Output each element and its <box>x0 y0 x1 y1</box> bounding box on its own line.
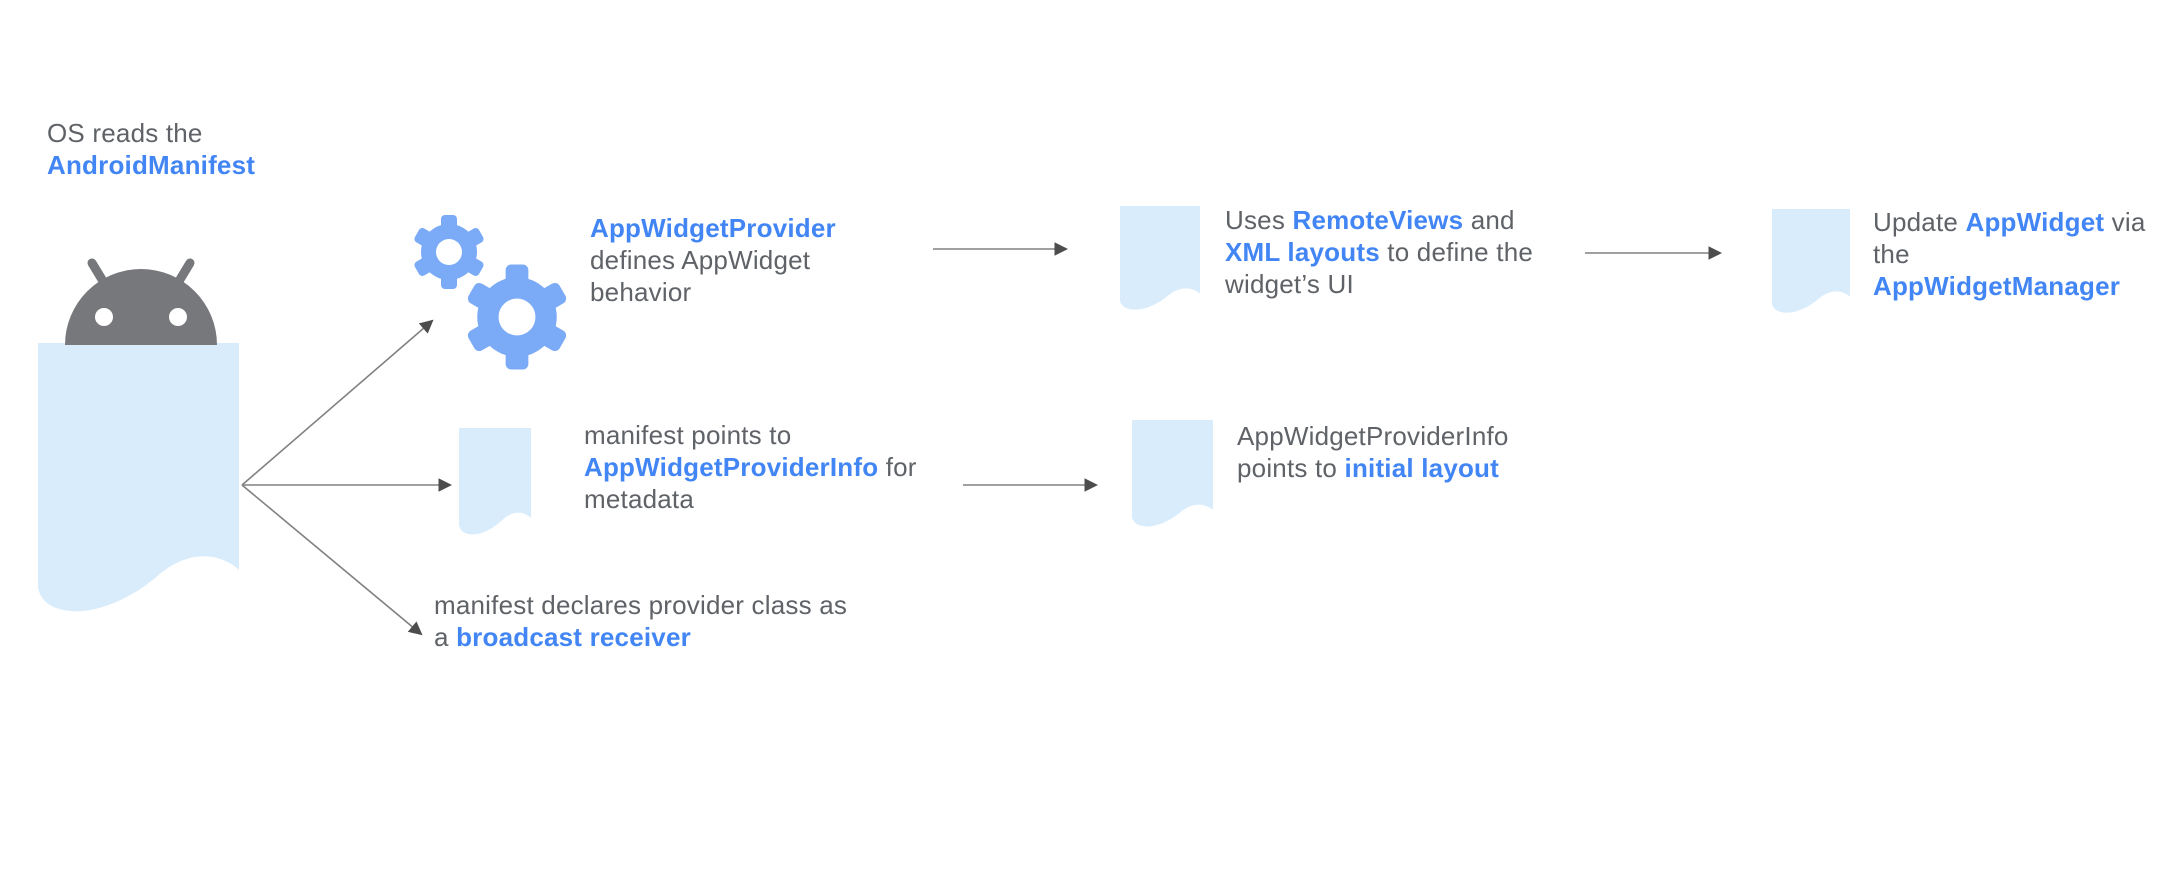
link-text[interactable]: XML layouts <box>1225 237 1380 267</box>
document-icon-remoteviews <box>1120 206 1200 310</box>
text-segment: OS reads the <box>47 118 203 148</box>
flow-arrows <box>241 242 1723 636</box>
text-segment: manifest points to <box>584 420 792 450</box>
link-text[interactable]: AppWidget <box>1965 207 2105 237</box>
text-segment: via <box>2104 207 2146 237</box>
text-segment: widget’s UI <box>1225 269 1354 299</box>
text-segment: manifest declares provider class as <box>434 590 848 620</box>
text-segment: metadata <box>584 484 695 514</box>
gears-icon <box>412 215 569 370</box>
document-icon-providerinfo <box>459 428 531 535</box>
text-segment: behavior <box>590 277 692 307</box>
link-text[interactable]: AppWidgetProviderInfo <box>584 452 879 482</box>
android-robot-icon <box>65 258 217 345</box>
manifest-document-icon <box>38 343 239 612</box>
text-segment: points to <box>1237 453 1345 483</box>
link-text[interactable]: initial layout <box>1344 453 1499 483</box>
link-text[interactable]: AppWidgetProvider <box>590 213 836 243</box>
document-icon-update-appwidget <box>1772 209 1850 313</box>
link-text[interactable]: RemoteViews <box>1292 205 1464 235</box>
text-segment: AppWidgetProviderInfo <box>1237 421 1509 451</box>
link-text[interactable]: AndroidManifest <box>47 150 256 180</box>
link-text[interactable]: broadcast receiver <box>456 622 691 652</box>
text-segment: the <box>1873 239 1910 269</box>
arrow-icon-manifest-to-gears <box>241 319 434 486</box>
text-segment: a <box>434 622 457 652</box>
text-segment: for <box>878 452 917 482</box>
text-segment: to define the <box>1379 237 1534 267</box>
text-segment: defines AppWidget <box>590 245 811 275</box>
text-segment: Uses <box>1225 205 1293 235</box>
document-icon-initial-layout <box>1132 420 1213 527</box>
text-segment: and <box>1463 205 1515 235</box>
text-segment: Update <box>1873 207 1966 237</box>
arrow-icon-manifest-to-broadcast <box>241 484 423 636</box>
link-text[interactable]: AppWidgetManager <box>1873 271 2121 301</box>
